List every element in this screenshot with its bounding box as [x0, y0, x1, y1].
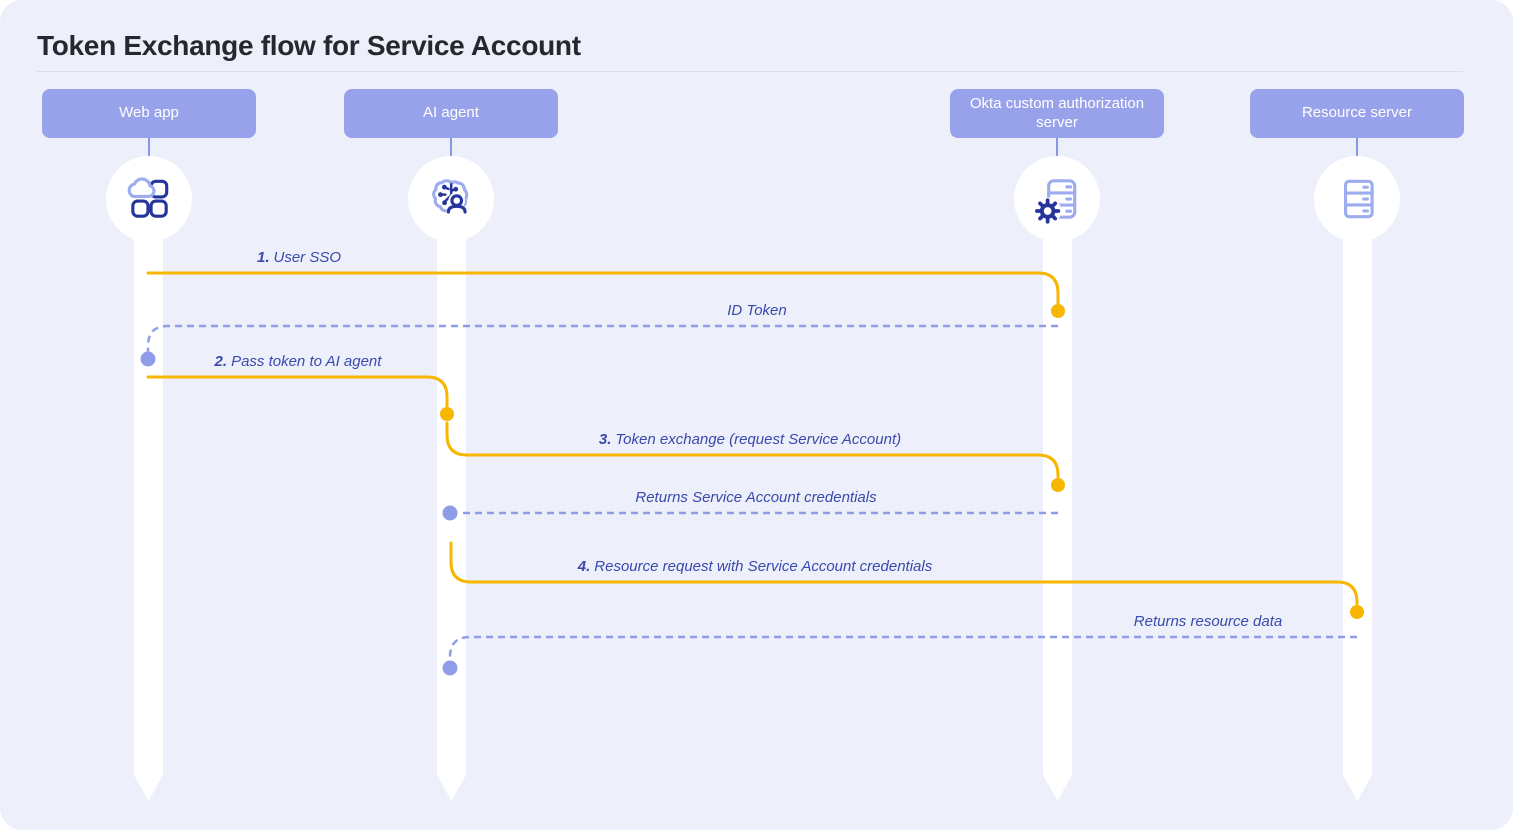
message-returns-resource-line [448, 635, 1357, 661]
message-2-line [146, 375, 449, 408]
message-returns-resource-text: Returns resource data [1133, 613, 1283, 630]
message-1-line [146, 271, 1060, 305]
lifeline-okta-server [1043, 172, 1072, 801]
message-3-label: 3.Token exchange (request Service Accoun… [599, 431, 901, 448]
message-3-text: Token exchange (request Service Account) [615, 431, 902, 448]
message-id-token-text: ID Token [727, 302, 787, 319]
message-returns-resource-label: Returns resource data [1134, 613, 1282, 630]
actor-box-resource-server: Resource server [1250, 89, 1464, 138]
actor-label-ai-agent: AI agent [423, 104, 479, 122]
message-2-label: 2.Pass token to AI agent [215, 353, 382, 370]
connector-okta-server [1056, 137, 1058, 161]
connector-resource-server [1356, 137, 1358, 161]
cloud-apps-icon [127, 177, 169, 218]
message-3-number: 3. [598, 431, 612, 448]
message-id-token-label: ID Token [727, 302, 786, 319]
title-divider [37, 71, 1463, 72]
server-rack-icon [1343, 179, 1374, 219]
connector-web-app [148, 137, 150, 161]
lifeline-resource-server [1343, 172, 1372, 801]
message-4-text: Resource request with Service Account cr… [594, 558, 933, 575]
actor-label-web-app: Web app [119, 104, 179, 122]
actor-box-ai-agent: AI agent [344, 89, 558, 138]
message-1-text: User SSO [273, 249, 342, 266]
ai-brain-user-icon [432, 179, 469, 214]
server-gear-icon [1034, 179, 1077, 224]
message-id-token-line [146, 324, 1058, 352]
lifeline-ai-agent [437, 172, 466, 801]
actor-label-resource-server: Resource server [1301, 104, 1413, 122]
connector-ai-agent [450, 137, 452, 161]
message-returns-credentials-label: Returns Service Account credentials [635, 489, 876, 506]
page-title: Token Exchange flow for Service Account [37, 30, 581, 61]
actor-box-okta-server: Okta custom authorization server [950, 89, 1164, 138]
actor-avatar-okta-server [1014, 156, 1100, 242]
actor-avatar-resource-server [1314, 156, 1400, 242]
message-4-number: 4. [577, 558, 591, 575]
message-4-label: 4.Resource request with Service Account … [578, 558, 932, 575]
actor-avatar-ai-agent [408, 156, 494, 242]
message-1-number: 1. [256, 249, 270, 266]
actor-label-okta-server: Okta custom authorization server [969, 94, 1145, 131]
message-returns-credentials-text: Returns Service Account credentials [635, 489, 877, 506]
message-2-text: Pass token to AI agent [231, 353, 382, 370]
message-1-label: 1.User SSO [257, 249, 341, 266]
message-2-number: 2. [214, 353, 228, 370]
actor-box-web-app: Web app [42, 89, 256, 138]
lifeline-web-app [134, 172, 163, 801]
actor-avatar-web-app [106, 156, 192, 242]
